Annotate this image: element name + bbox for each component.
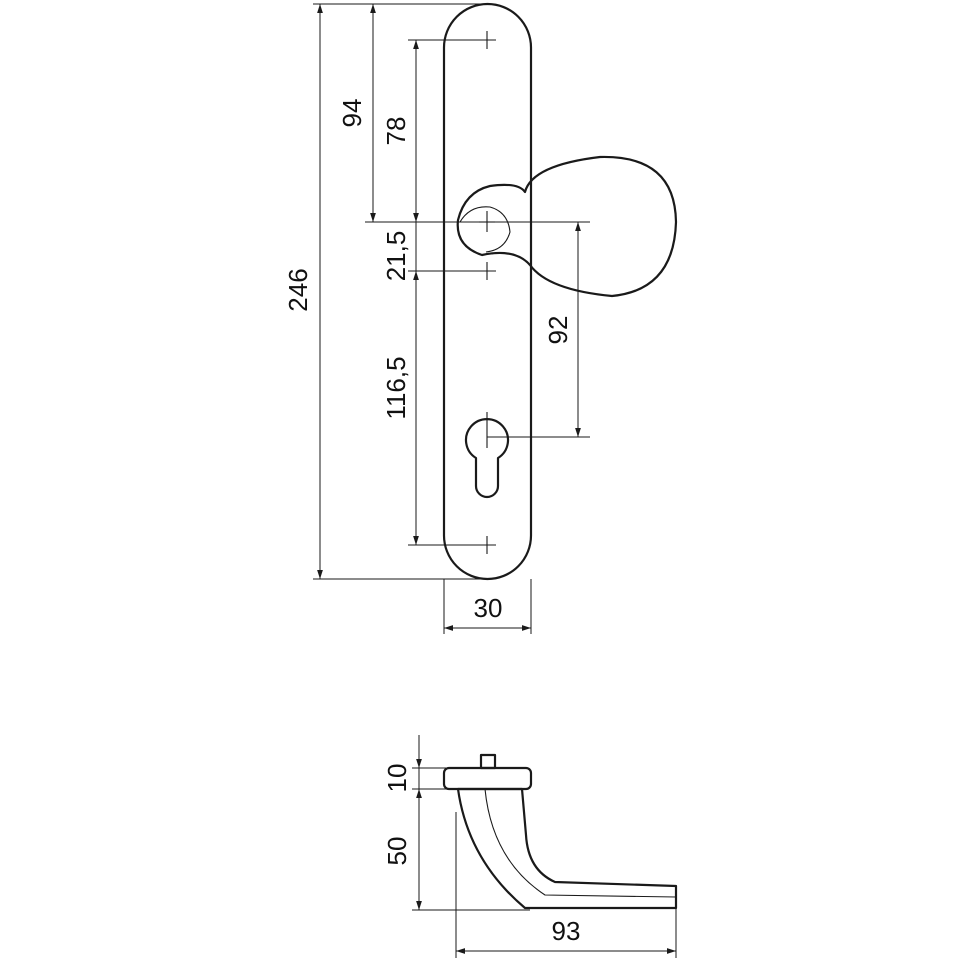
side-view: 10 50 93 — [382, 735, 678, 958]
spindle-stub — [479, 753, 497, 770]
lever-outline — [456, 787, 678, 910]
dim-label-50: 50 — [382, 837, 412, 866]
dim-label-94: 94 — [337, 99, 367, 128]
dim-label-78: 78 — [381, 117, 411, 146]
front-view: 246 94 78 21,5 116,5 92 30 — [283, 2, 678, 634]
dim-label-93: 93 — [552, 916, 581, 946]
dim-label-92: 92 — [543, 316, 573, 345]
dim-label-30: 30 — [474, 593, 503, 623]
knob-rose-inner — [459, 206, 511, 253]
rose-outline — [442, 766, 533, 791]
lever-inner-contour — [484, 788, 677, 898]
dim-label-10: 10 — [382, 764, 412, 793]
backplate-outline — [442, 2, 533, 581]
screw-hole-middle — [478, 262, 496, 280]
knob-outline — [456, 155, 678, 298]
side-extension-lines — [412, 767, 677, 958]
extension-lines — [313, 3, 590, 634]
keyhole-outline — [464, 418, 510, 499]
dim-label-246: 246 — [283, 268, 313, 311]
dim-label-116-5: 116,5 — [381, 356, 411, 419]
dim-label-21-5: 21,5 — [381, 231, 411, 282]
screw-hole-bottom — [478, 536, 496, 554]
screw-hole-top — [478, 31, 496, 49]
